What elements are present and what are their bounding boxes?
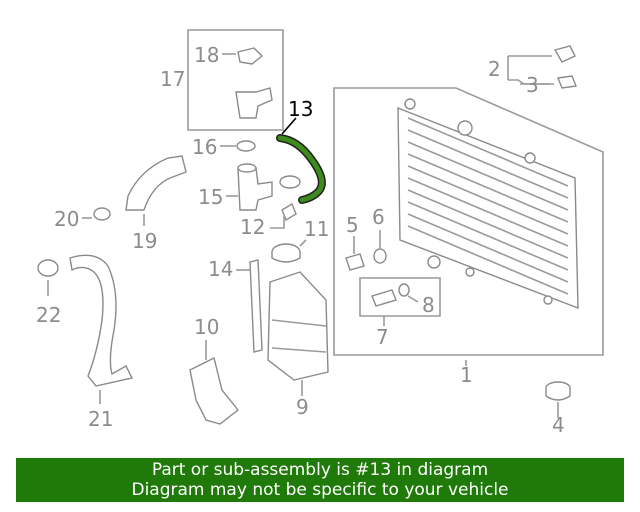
- hose-part-14: [249, 259, 263, 353]
- oring-part-8: [398, 283, 410, 297]
- hose-part-21: [69, 254, 134, 387]
- callout-3: 3: [526, 73, 539, 97]
- callout-4: 4: [552, 413, 565, 437]
- cap-part-18: [237, 47, 264, 65]
- callout-1: 1: [460, 363, 473, 387]
- parts-diagram: 1 2 3 4 5 6 7 8 9 10 11 12 13 14 15 16 1…: [36, 29, 604, 437]
- oring-part-6: [373, 248, 387, 264]
- callout-21: 21: [88, 407, 113, 431]
- callout-9: 9: [296, 395, 309, 419]
- radiator: [397, 98, 579, 310]
- radiator-box: [333, 87, 604, 356]
- callout-22: 22: [36, 303, 61, 327]
- callout-17: 17: [160, 67, 185, 91]
- bracket-part-10: [189, 356, 239, 425]
- callout-15: 15: [198, 185, 223, 209]
- callout-18: 18: [194, 43, 219, 67]
- callout-16: 16: [192, 135, 217, 159]
- joint-part-15: [237, 163, 273, 211]
- sensor-part-5: [345, 253, 365, 271]
- cap-part-11: [271, 243, 301, 263]
- callout-19: 19: [132, 229, 157, 253]
- callout-5: 5: [346, 213, 359, 237]
- group-7-box: [359, 277, 441, 317]
- callout-13: 13: [288, 97, 313, 121]
- hose-part-19: [125, 155, 187, 211]
- filler-neck: [235, 87, 273, 119]
- reservoir-tank-part-9: [267, 271, 329, 381]
- info-banner: Part or sub-assembly is #13 in diagram D…: [16, 458, 624, 502]
- callout-2: 2: [488, 57, 501, 81]
- clamp-part-20: [93, 207, 111, 221]
- callout-12: 12: [240, 215, 265, 239]
- nut-part-3: [557, 75, 577, 89]
- clamp-part-16: [236, 140, 256, 152]
- sensor-part-7: [371, 289, 397, 307]
- callout-6: 6: [372, 205, 385, 229]
- banner-line-2: Diagram may not be specific to your vehi…: [131, 480, 509, 500]
- callout-7: 7: [376, 325, 389, 349]
- hose-part-13: [276, 134, 326, 204]
- banner-line-1: Part or sub-assembly is #13 in diagram: [151, 460, 489, 480]
- callout-8: 8: [422, 293, 435, 317]
- callout-14: 14: [208, 257, 233, 281]
- clamp-near-13: [279, 175, 301, 189]
- callout-10: 10: [194, 315, 219, 339]
- clip-part-2: [553, 45, 576, 63]
- callout-11: 11: [304, 217, 329, 241]
- grommet-part-4: [545, 381, 571, 401]
- group-17-box: [187, 29, 284, 131]
- clamp-part-22: [37, 259, 59, 277]
- callout-20: 20: [54, 207, 79, 231]
